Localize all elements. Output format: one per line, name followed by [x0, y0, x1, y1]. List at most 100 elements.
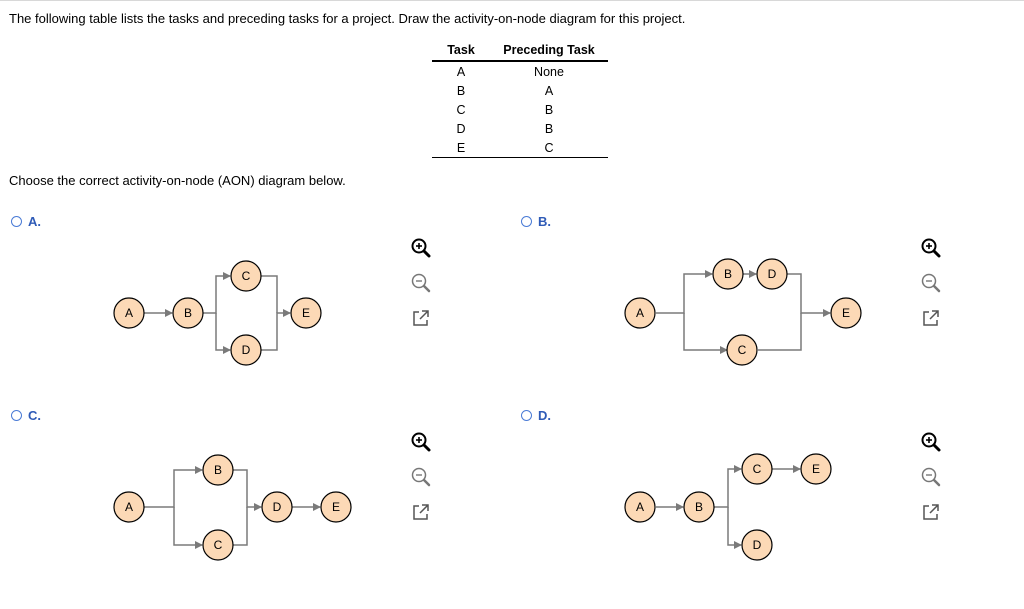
option-a[interactable]: A.: [11, 214, 41, 229]
node-e: E: [320, 491, 352, 523]
option-b[interactable]: B.: [521, 214, 551, 229]
svg-text:B: B: [184, 306, 192, 320]
radio-button-b[interactable]: [521, 216, 532, 227]
top-divider: [0, 0, 1024, 1]
svg-text:C: C: [738, 343, 747, 357]
table-cell: A: [544, 83, 554, 98]
radio-button-a[interactable]: [11, 216, 22, 227]
table-header-preceding: Preceding Task: [490, 40, 608, 62]
table-cell: B: [456, 83, 466, 98]
option-label-d: D.: [538, 408, 551, 423]
node-d: D: [756, 258, 788, 290]
node-d: D: [741, 529, 773, 561]
open-in-new-window-icon[interactable]: [920, 307, 942, 329]
svg-text:C: C: [242, 269, 251, 283]
node-c: C: [741, 453, 773, 485]
svg-text:E: E: [302, 306, 310, 320]
table-cell: D: [456, 121, 466, 136]
zoom-in-icon[interactable]: [410, 431, 432, 453]
edge: [215, 313, 231, 354]
edge: [758, 313, 802, 351]
choice-prompt: Choose the correct activity-on-node (AON…: [9, 173, 346, 188]
svg-text:E: E: [332, 500, 340, 514]
edge: [233, 469, 262, 511]
svg-text:D: D: [273, 500, 282, 514]
node-a: A: [624, 297, 656, 329]
node-a: A: [113, 491, 145, 523]
svg-text:C: C: [753, 462, 762, 476]
node-d: D: [261, 491, 293, 523]
edge: [714, 465, 742, 508]
radio-button-c[interactable]: [11, 410, 22, 421]
edge: [233, 507, 248, 546]
svg-text:E: E: [812, 462, 820, 476]
node-a: A: [624, 491, 656, 523]
radio-button-d[interactable]: [521, 410, 532, 421]
edge: [261, 275, 278, 313]
node-b: B: [683, 491, 715, 523]
svg-text:D: D: [242, 343, 251, 357]
zoom-in-icon[interactable]: [920, 237, 942, 259]
diagram-option-d: A B C E D: [624, 453, 832, 561]
node-b: B: [202, 454, 234, 486]
table-cell: B: [544, 121, 554, 136]
zoom-out-icon[interactable]: [410, 466, 432, 488]
svg-text:D: D: [753, 538, 762, 552]
open-in-new-window-icon[interactable]: [410, 501, 432, 523]
svg-text:A: A: [125, 306, 133, 320]
svg-text:E: E: [842, 306, 850, 320]
node-b: B: [712, 258, 744, 290]
svg-text:A: A: [636, 500, 644, 514]
edge: [203, 272, 231, 314]
svg-text:D: D: [768, 267, 777, 281]
svg-text:B: B: [695, 500, 703, 514]
svg-text:A: A: [125, 500, 133, 514]
zoom-in-icon[interactable]: [410, 237, 432, 259]
zoom-out-icon[interactable]: [920, 272, 942, 294]
svg-text:C: C: [214, 538, 223, 552]
svg-text:B: B: [724, 267, 732, 281]
option-label-a: A.: [28, 214, 41, 229]
edge: [261, 309, 291, 351]
node-b: B: [172, 297, 204, 329]
node-c: C: [726, 334, 758, 366]
open-in-new-window-icon[interactable]: [920, 501, 942, 523]
diagram-option-c: A B C D E: [113, 454, 352, 561]
option-c[interactable]: C.: [11, 408, 41, 423]
option-label-c: C.: [28, 408, 41, 423]
table-row: A None: [432, 61, 608, 81]
node-c: C: [230, 260, 262, 292]
edge: [787, 273, 831, 317]
node-e: E: [800, 453, 832, 485]
svg-text:B: B: [214, 463, 222, 477]
open-in-new-window-icon[interactable]: [410, 307, 432, 329]
zoom-out-icon[interactable]: [410, 272, 432, 294]
table-cell: None: [534, 64, 564, 79]
table-cell: C: [456, 102, 466, 117]
edge: [683, 313, 728, 354]
svg-text:A: A: [636, 306, 644, 320]
table-cell: B: [544, 102, 554, 117]
zoom-out-icon[interactable]: [920, 466, 942, 488]
node-d: D: [230, 334, 262, 366]
edge: [656, 270, 713, 314]
edge: [144, 466, 203, 508]
node-c: C: [202, 529, 234, 561]
table-cell: A: [456, 64, 466, 79]
zoom-in-icon[interactable]: [920, 431, 942, 453]
edge: [173, 507, 203, 549]
option-d[interactable]: D.: [521, 408, 551, 423]
question-text: The following table lists the tasks and …: [9, 11, 686, 26]
option-label-b: B.: [538, 214, 551, 229]
edge: [727, 507, 742, 549]
node-a: A: [113, 297, 145, 329]
table-cell: E: [432, 138, 490, 158]
table-header-task: Task: [432, 40, 490, 62]
node-e: E: [290, 297, 322, 329]
node-e: E: [830, 297, 862, 329]
